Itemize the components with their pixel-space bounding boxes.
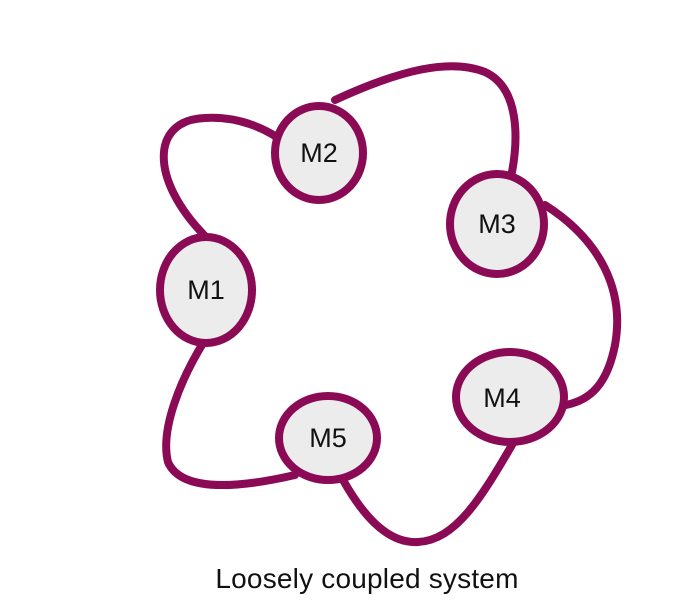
module-m4: M4	[452, 348, 568, 446]
module-group: M1 M2 M3 M4 M5	[156, 102, 568, 484]
link-m3-m4	[541, 201, 622, 409]
module-m5-shape	[275, 392, 381, 484]
link-m2-m3	[331, 62, 520, 176]
module-m4-shape	[452, 348, 568, 446]
module-m3: M3	[446, 170, 548, 278]
module-m1-shape	[156, 233, 256, 347]
module-m2-label: M2	[300, 138, 338, 168]
link-m5-m1	[162, 336, 299, 489]
module-m5-label: M5	[309, 423, 347, 453]
module-m4-label: M4	[483, 383, 521, 413]
link-m4-m5	[339, 441, 516, 547]
module-m2-shape	[271, 102, 367, 204]
module-m3-shape	[446, 170, 548, 278]
module-m5: M5	[275, 392, 381, 484]
module-m2: M2	[271, 102, 367, 204]
module-m1: M1	[156, 233, 256, 347]
module-m3-label: M3	[478, 209, 516, 239]
link-m1-m2	[159, 113, 291, 240]
module-m1-label: M1	[187, 275, 225, 305]
diagram-caption: Loosely coupled system	[215, 563, 519, 594]
link-group	[159, 62, 622, 547]
